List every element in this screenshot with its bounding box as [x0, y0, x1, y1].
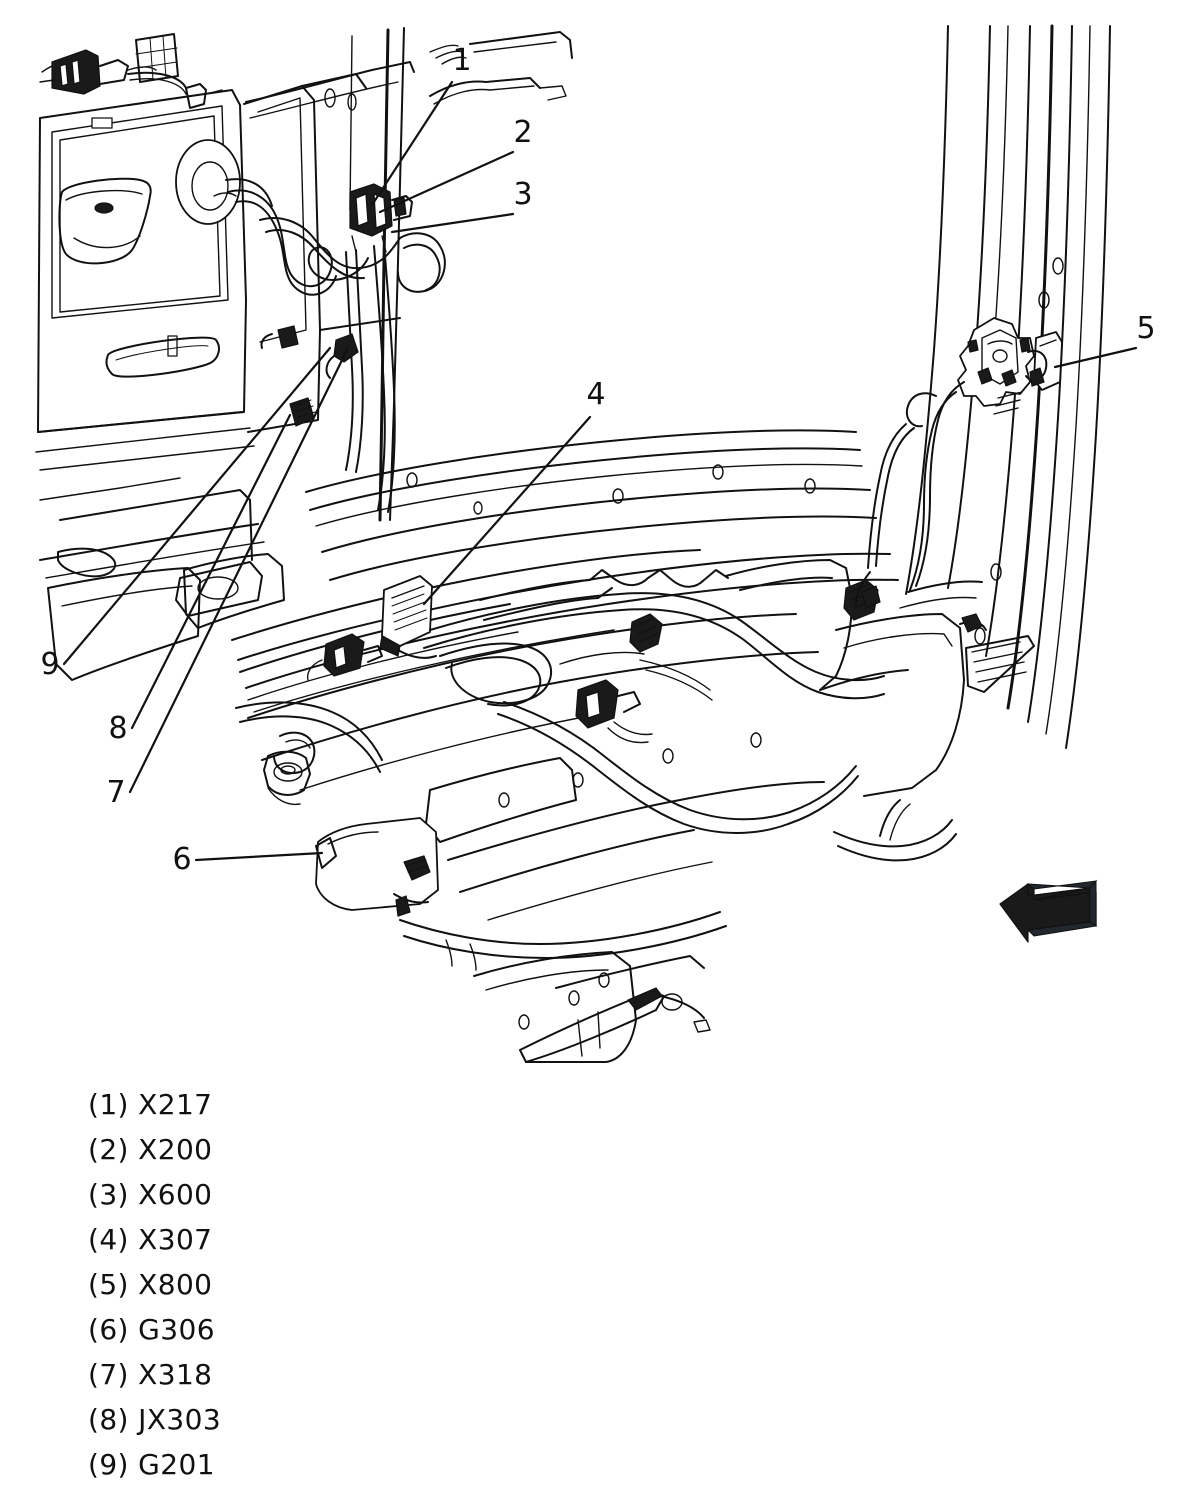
leader-8 [130, 413, 292, 730]
seat-crossmember [479, 559, 965, 797]
legend-item-4: (4) X307 [88, 1223, 213, 1256]
right-lower-harness [833, 613, 987, 862]
door-trim-panel [35, 89, 255, 501]
callout-number-6: 6 [172, 842, 191, 877]
rocker-sill-structure [237, 429, 986, 713]
callout-number-2: 2 [513, 115, 532, 150]
top-left-connector [39, 33, 223, 109]
view-direction-arrow [999, 879, 1098, 943]
connector-x800 [855, 317, 1063, 609]
leader-6 [194, 851, 324, 862]
legend-item-3: (3) X600 [88, 1178, 213, 1211]
callout-number-4: 4 [586, 377, 605, 412]
callout-leader-lines [62, 80, 1138, 862]
leader-1 [370, 80, 454, 207]
right-pillar-assembly [899, 24, 1111, 749]
harness-retainer-clips [260, 325, 359, 427]
leader-3 [390, 212, 515, 234]
lower-body-sheet [473, 951, 711, 1063]
ground-g306 [315, 817, 727, 971]
callout-number-1: 1 [452, 43, 471, 78]
leader-9 [62, 346, 332, 666]
callout-number-9: 9 [40, 647, 59, 682]
body-grommet [175, 139, 273, 225]
leader-2 [378, 150, 515, 214]
legend-item-2: (2) X200 [88, 1133, 213, 1166]
upper-harness-cables [227, 189, 446, 513]
callout-number-8: 8 [108, 711, 127, 746]
legend-item-1: (1) X217 [88, 1088, 213, 1121]
leader-7 [128, 348, 349, 794]
legend-item-9: (9) G201 [88, 1448, 215, 1481]
floor-harness-routing [423, 592, 885, 834]
callout-number-5: 5 [1136, 311, 1155, 346]
component-legend: (1) X217 (2) X200 (3) X600 (4) X307 (5) … [88, 1082, 608, 1487]
floor-connectors [306, 579, 879, 744]
harness-to-g306 [235, 701, 383, 806]
legend-item-6: (6) G306 [88, 1313, 215, 1346]
callout-number-7: 7 [106, 775, 125, 810]
connector-x307 [379, 575, 437, 659]
legend-item-7: (7) X318 [88, 1358, 213, 1391]
leader-5 [1053, 346, 1138, 369]
callout-number-3: 3 [513, 177, 532, 212]
floor-pan [39, 489, 701, 701]
leader-4 [422, 415, 592, 606]
legend-item-5: (5) X800 [88, 1268, 213, 1301]
callout-numbers: 1 2 3 4 5 6 7 8 9 [40, 43, 1155, 877]
wiring-harness-illustration: 1 2 3 4 5 6 7 8 9 [35, 24, 1156, 1063]
center-tunnel [247, 613, 825, 921]
legend-item-8: (8) JX303 [88, 1403, 222, 1436]
